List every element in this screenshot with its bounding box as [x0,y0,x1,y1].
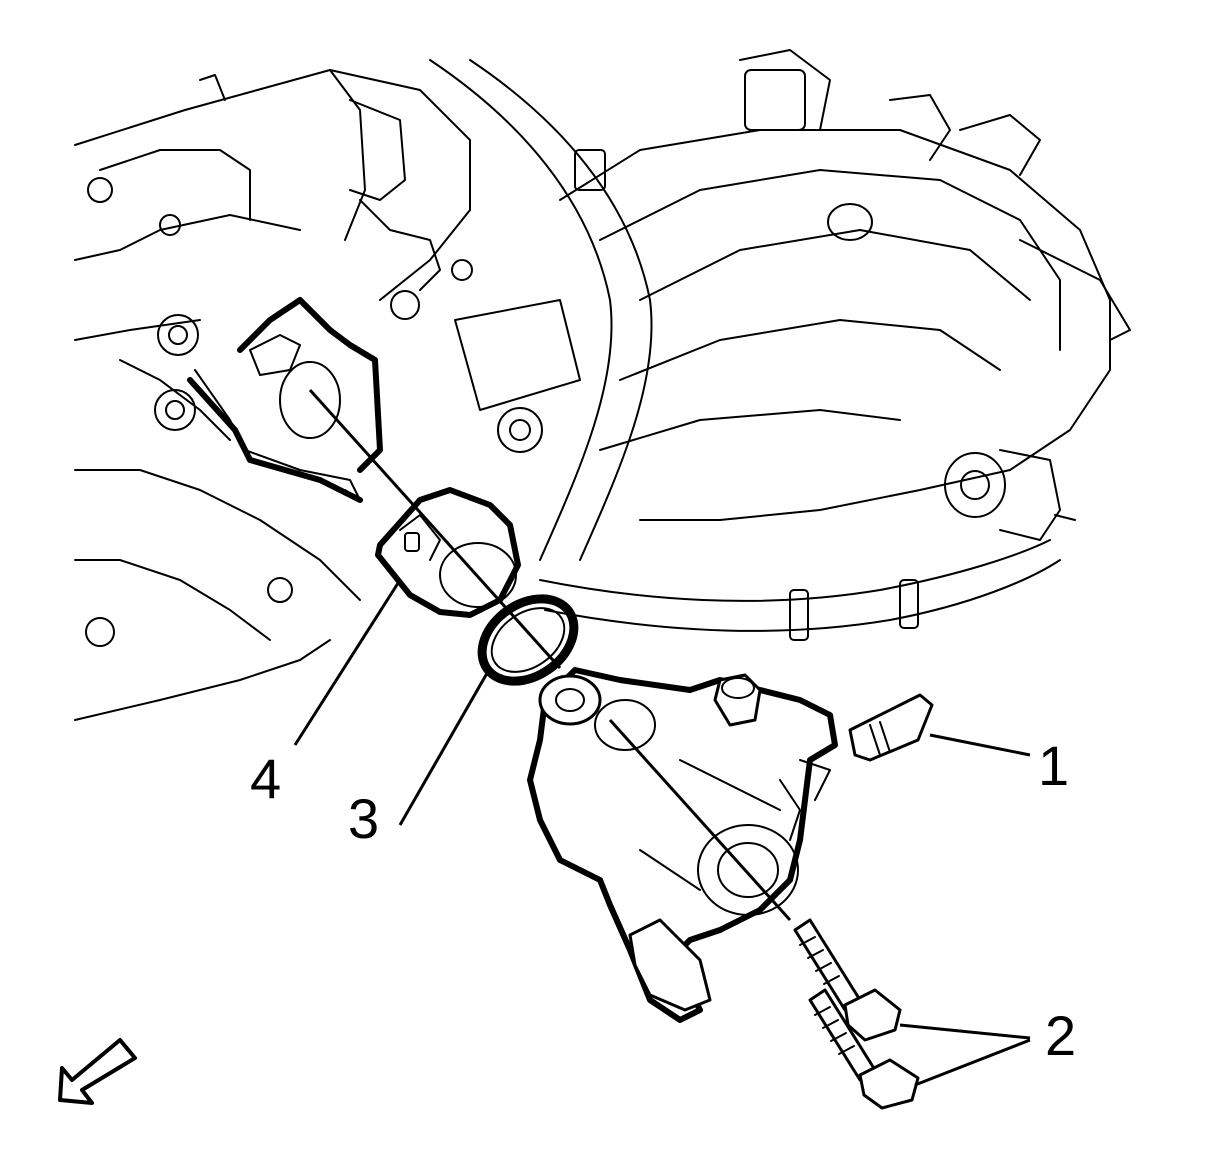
callout-4: 4 [250,747,281,810]
pump-mount-housing [187,297,383,503]
callout-3: 3 [348,787,379,850]
part-2-bolt-upper [793,918,902,1042]
leader-lines [293,579,1031,1087]
alignment-lines [308,388,792,922]
arrow-down-left-icon [58,1038,137,1105]
part-1-fuel-pump [527,667,934,1023]
engine-background [74,49,1131,721]
callout-1: 1 [1038,734,1069,797]
callout-2: 2 [1045,1004,1076,1067]
part-2-bolt-lower [808,988,920,1110]
